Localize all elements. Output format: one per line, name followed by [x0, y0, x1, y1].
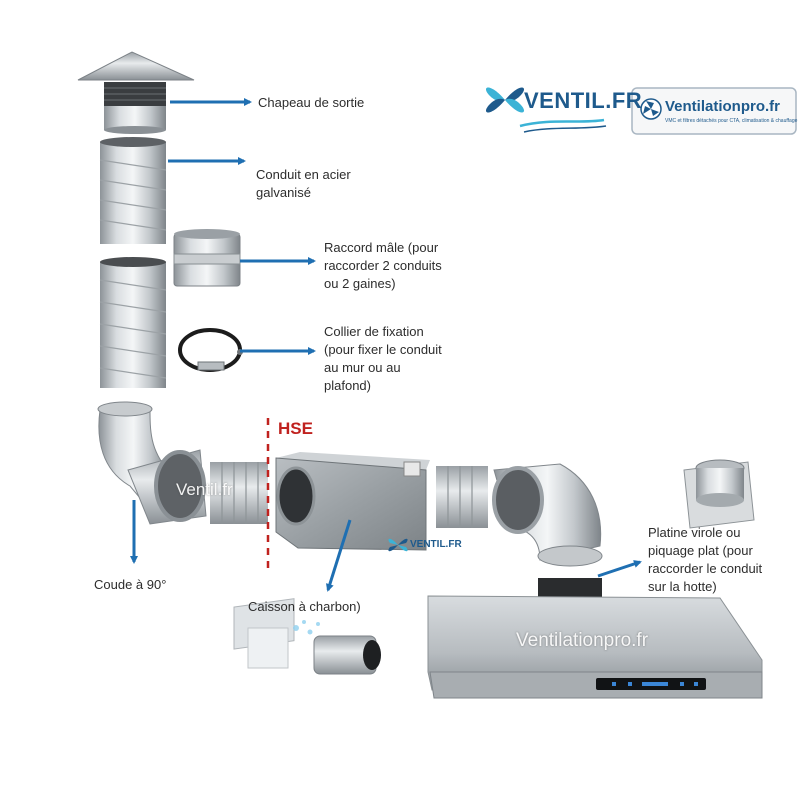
label-conduit-line1: Conduit en acier	[256, 167, 351, 182]
hotte-illustration	[427, 578, 763, 699]
watermark-ventilationpro: Ventilationpro.fr	[516, 630, 649, 651]
coude-90-illustration	[97, 401, 207, 525]
ventil-logo-text: VENTIL.FR	[524, 88, 643, 113]
label-platine-line1: Platine virole ou	[648, 525, 741, 540]
leader-arrows	[130, 98, 642, 592]
label-conduit-line2: galvanisé	[256, 185, 311, 200]
ventilationpro-logo-frame	[631, 87, 797, 135]
conduit-segment-illustration	[99, 257, 167, 388]
label-platine-line2: piquage plat (pour	[648, 543, 753, 558]
ventilationpro-logo-text: Ventilationpro.fr	[665, 98, 781, 115]
raccord-male-illustration	[173, 229, 241, 287]
collier-fixation-illustration	[178, 328, 243, 372]
chapeau-de-sortie-illustration	[77, 51, 195, 134]
watermark-ventil: Ventil.fr	[176, 480, 233, 499]
conduit-flexible-droite	[436, 466, 488, 528]
caisson-charbon-illustration	[275, 452, 430, 551]
label-collier-line3: au mur ou au	[324, 360, 401, 375]
filtre-charbon-illustration	[233, 598, 381, 675]
conduit-acier-illustration	[99, 137, 167, 244]
caisson-badge-text: VENTIL.FR	[410, 539, 462, 550]
label-platine-line4: sur la hotte)	[648, 579, 717, 594]
label-raccord-line1: Raccord mâle (pour	[324, 240, 439, 255]
label-collier-line1: Collier de fixation	[324, 324, 424, 339]
label-collier-line2: (pour fixer le conduit	[324, 342, 442, 357]
label-hse: HSE	[278, 419, 313, 438]
label-caisson: Caisson à charbon)	[248, 599, 361, 614]
ventil-fan-icon-small	[388, 538, 408, 552]
label-collier-line4: plafond)	[324, 378, 371, 393]
conduit-flexible-gauche	[210, 462, 268, 524]
platine-virole-illustration	[683, 459, 755, 529]
label-raccord: Raccord mâle (pour raccorder 2 conduits …	[324, 239, 442, 293]
arrow-caisson	[325, 519, 352, 592]
ventil-fan-icon	[485, 87, 607, 133]
label-chapeau: Chapeau de sortie	[258, 95, 365, 110]
label-raccord-line2: raccorder 2 conduits	[324, 258, 442, 273]
label-platine-line3: raccorder le conduit	[648, 561, 763, 576]
label-conduit: Conduit en acier galvanisé	[256, 166, 351, 202]
coude-droite-illustration	[492, 463, 603, 567]
ventilationpro-tagline: VMC et filtres détachés pour CTA, climat…	[665, 118, 798, 124]
label-collier: Collier de fixation (pour fixer le condu…	[324, 323, 442, 395]
label-coude: Coude à 90°	[94, 577, 167, 592]
label-platine: Platine virole ou piquage plat (pour rac…	[648, 524, 762, 596]
label-raccord-line3: ou 2 gaines)	[324, 276, 396, 291]
arrow-platine	[597, 560, 642, 578]
